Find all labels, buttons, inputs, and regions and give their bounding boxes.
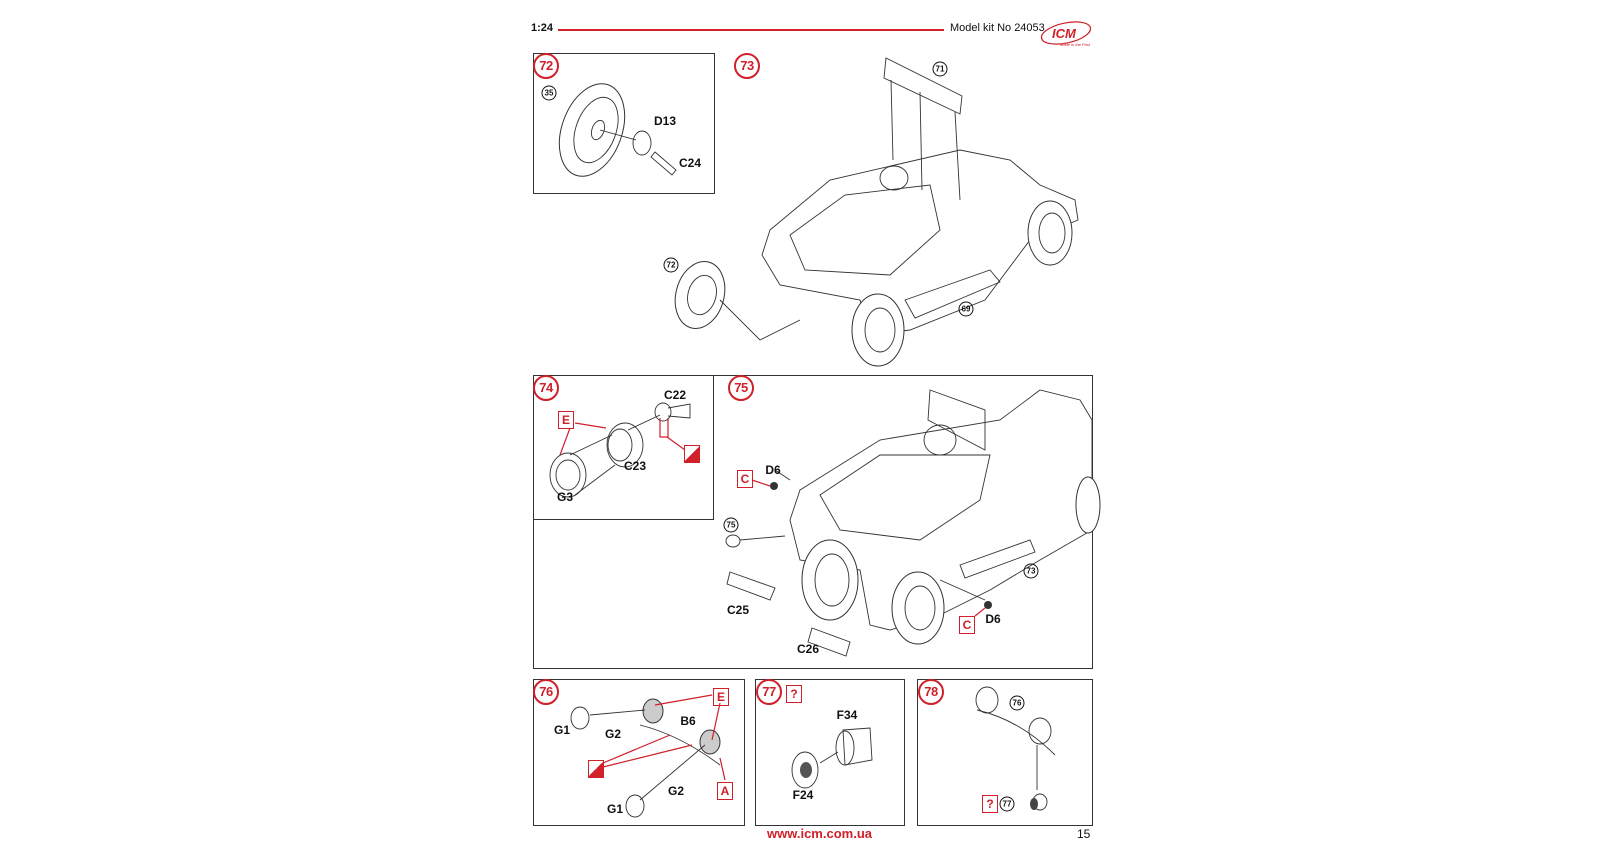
step-77-panel bbox=[755, 679, 905, 826]
part-g1: G1 bbox=[606, 802, 624, 816]
part-g3: G3 bbox=[556, 490, 574, 504]
paint-code-a: A bbox=[717, 782, 733, 800]
paint-brush-icon bbox=[684, 445, 700, 463]
paint-code-c: C bbox=[737, 470, 753, 488]
ref-step-69: 69 bbox=[958, 301, 974, 317]
header-rule bbox=[558, 29, 944, 31]
ref-step-71: 71 bbox=[932, 61, 948, 77]
headlight-drawing-74 bbox=[549, 402, 691, 498]
part-f24: F24 bbox=[792, 788, 814, 802]
part-d6: D6 bbox=[765, 463, 781, 477]
part-c23: C23 bbox=[623, 459, 647, 473]
step-73-number: 73 bbox=[734, 53, 760, 79]
part-g2: G2 bbox=[667, 784, 685, 798]
svg-text:Made in the Past: Made in the Past bbox=[1060, 42, 1091, 47]
page-number: 15 bbox=[1077, 827, 1091, 841]
ref-step-75: 75 bbox=[723, 517, 739, 533]
part-c24: C24 bbox=[678, 156, 702, 170]
car-body-drawing-73 bbox=[674, 57, 1079, 367]
light-assembly-drawing-78 bbox=[975, 686, 1056, 811]
part-d13: D13 bbox=[653, 114, 677, 128]
ref-step-35: 35 bbox=[541, 85, 557, 101]
step-76-number: 76 bbox=[533, 679, 559, 705]
part-d6: D6 bbox=[985, 612, 1001, 626]
step-74-panel bbox=[533, 375, 714, 520]
part-b6: B6 bbox=[680, 714, 696, 728]
website-link[interactable]: www.icm.com.ua bbox=[767, 826, 872, 841]
ref-step-77: 77 bbox=[999, 796, 1015, 812]
car-body-drawing-75 bbox=[725, 389, 1101, 657]
ref-step-73: 73 bbox=[1023, 563, 1039, 579]
spare-wheel-drawing bbox=[558, 83, 677, 177]
horn-drawing-77 bbox=[791, 727, 873, 789]
ref-step-76: 76 bbox=[1009, 695, 1025, 711]
scale-label: 1:24 bbox=[531, 22, 554, 34]
paint-code-e: E bbox=[713, 688, 729, 706]
step-75-number: 75 bbox=[728, 375, 754, 401]
paint-code-unknown: ? bbox=[786, 685, 802, 703]
headlight-bar-drawing-76 bbox=[570, 694, 726, 818]
model-kit-number: Model kit No 24053 bbox=[950, 22, 1045, 34]
part-g1: G1 bbox=[553, 723, 571, 737]
step-78-number: 78 bbox=[918, 679, 944, 705]
step-76-panel bbox=[533, 679, 745, 826]
part-f34: F34 bbox=[836, 708, 858, 722]
paint-code-c: C bbox=[959, 616, 975, 634]
part-c22: C22 bbox=[663, 388, 687, 402]
part-c26: C26 bbox=[796, 642, 820, 656]
step-72-panel bbox=[533, 53, 715, 194]
step-78-panel bbox=[917, 679, 1093, 826]
step-74-number: 74 bbox=[533, 375, 559, 401]
paint-code-unknown: ? bbox=[982, 795, 998, 813]
paint-brush-icon bbox=[588, 760, 604, 778]
step-72-number: 72 bbox=[533, 53, 559, 79]
svg-text:ICM: ICM bbox=[1052, 26, 1077, 41]
part-c25: C25 bbox=[726, 603, 750, 617]
step-77-number: 77 bbox=[756, 679, 782, 705]
part-g2: G2 bbox=[604, 727, 622, 741]
paint-code-e: E bbox=[558, 411, 574, 429]
ref-step-72: 72 bbox=[663, 257, 679, 273]
